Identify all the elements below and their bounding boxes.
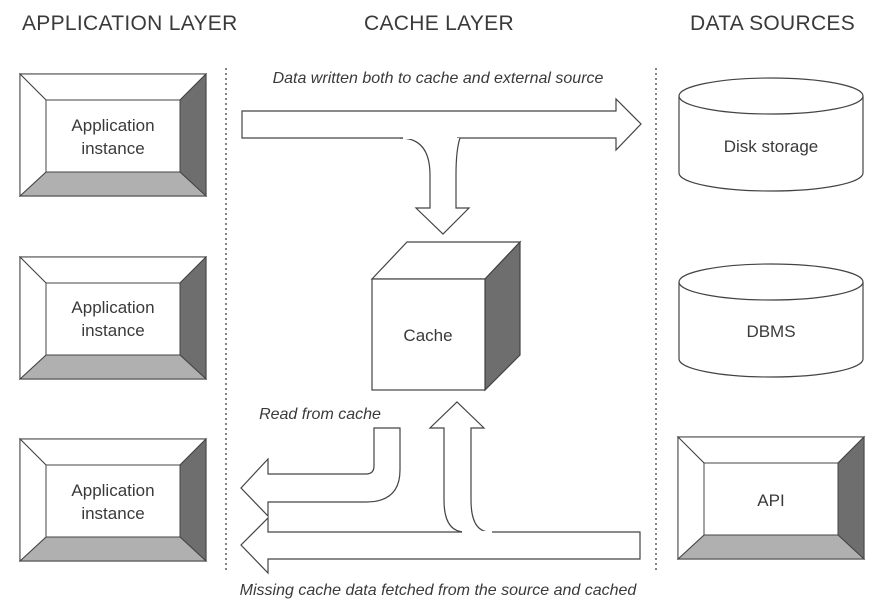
read-arrow xyxy=(240,427,401,518)
app-instance-1-label-line2: instance xyxy=(81,139,144,158)
app-instance-2-label-line2: instance xyxy=(81,321,144,340)
application-instance-2: Application instance xyxy=(18,255,208,381)
app-instance-3-label-line1: Application xyxy=(71,481,154,500)
disk-storage-label: Disk storage xyxy=(724,137,818,156)
write-caption: Data written both to cache and external … xyxy=(273,70,604,87)
fetch-to-cache-arrow xyxy=(428,401,491,533)
dbms-cylinder: DBMS xyxy=(678,263,864,378)
api-label: API xyxy=(757,491,784,510)
api-box: API xyxy=(676,435,866,561)
data-sources-header: DATA SOURCES xyxy=(690,12,856,35)
cache-layer-header: CACHE LAYER xyxy=(364,12,514,35)
missing-caption: Missing cache data fetched from the sour… xyxy=(240,582,638,599)
application-layer-header: APPLICATION LAYER xyxy=(22,12,238,35)
missing-data-arrow xyxy=(240,516,641,575)
write-arrow xyxy=(241,97,642,152)
disk-storage-cylinder: Disk storage xyxy=(678,77,864,192)
app-instance-3-label-line2: instance xyxy=(81,504,144,523)
read-caption: Read from cache xyxy=(259,406,381,423)
app-instance-1-label-line1: Application xyxy=(71,116,154,135)
write-to-cache-arrow xyxy=(399,137,471,235)
app-instance-2-label-line1: Application xyxy=(71,298,154,317)
cache-cube: Cache xyxy=(370,240,522,392)
dbms-label: DBMS xyxy=(746,322,795,341)
application-instance-1: Application instance xyxy=(18,72,208,198)
application-instance-3: Application instance xyxy=(18,437,208,563)
cache-label: Cache xyxy=(403,326,452,345)
